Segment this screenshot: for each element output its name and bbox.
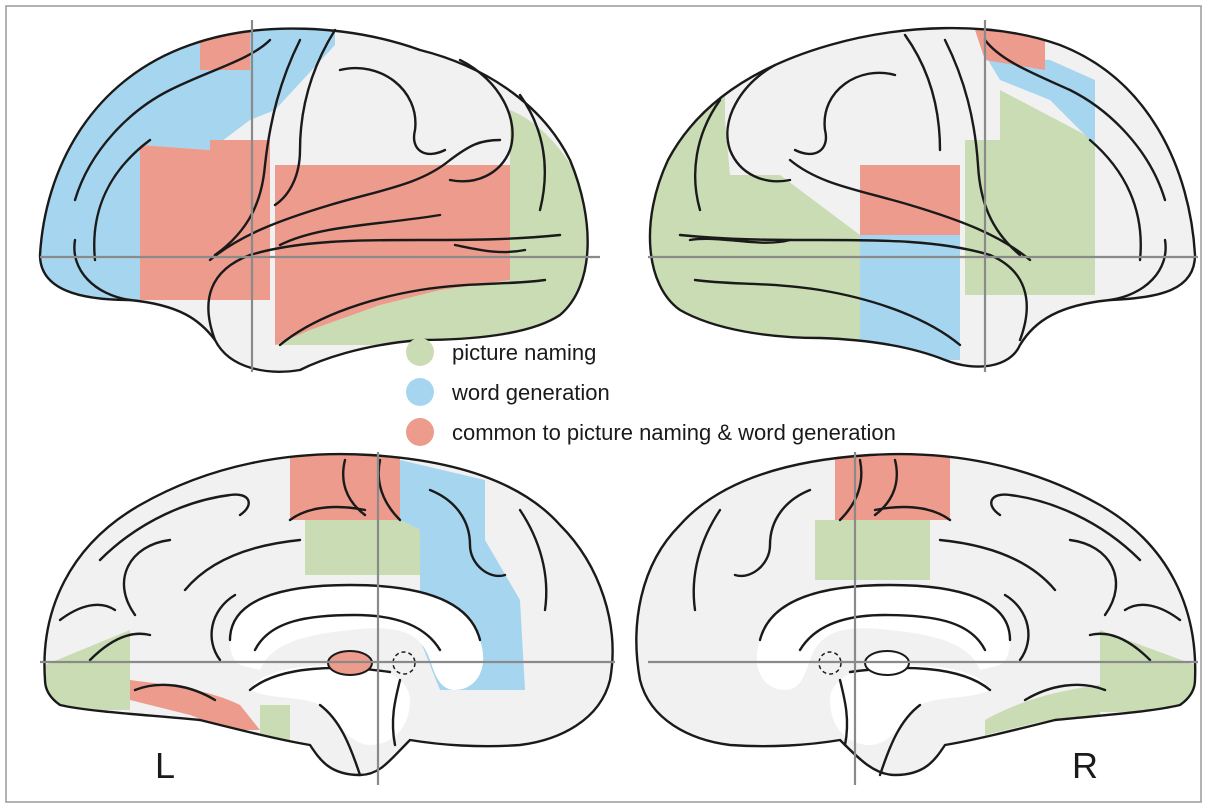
left-lateral-view (40, 28, 600, 372)
left-medial-view (44, 454, 612, 775)
legend-swatch (406, 338, 434, 366)
legend-label: picture naming (452, 340, 596, 365)
right-hemisphere-label: R (1072, 745, 1098, 786)
legend: picture naming word generation common to… (406, 338, 896, 446)
legend-swatch (406, 418, 434, 446)
region-picture-naming (815, 520, 930, 580)
region-word-generation (860, 235, 960, 360)
region-common (860, 165, 960, 235)
right-medial-view (636, 454, 1195, 775)
legend-label: word generation (451, 380, 610, 405)
right-lateral-view (645, 28, 1195, 367)
legend-label: common to picture naming & word generati… (452, 420, 896, 445)
region-common (140, 140, 270, 300)
legend-item-common: common to picture naming & word generati… (406, 418, 896, 446)
left-hemisphere-label: L (155, 745, 175, 786)
legend-swatch (406, 378, 434, 406)
legend-item-picture-naming: picture naming (406, 338, 596, 366)
region-picture-naming (305, 520, 420, 575)
legend-item-word-generation: word generation (406, 378, 610, 406)
